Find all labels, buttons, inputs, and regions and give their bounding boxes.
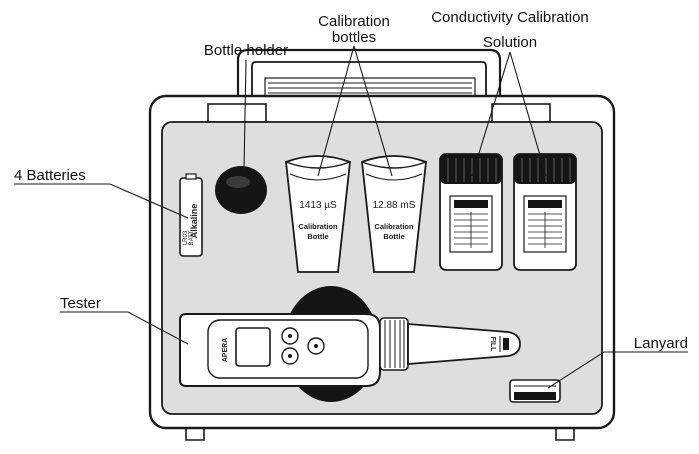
label-bottle-holder: Bottle holder bbox=[204, 42, 288, 59]
tester-cap-label: FILL bbox=[489, 337, 496, 352]
batteries: Alkaline LR03 BATT bbox=[179, 173, 203, 257]
conductivity-solution-bottle-2 bbox=[513, 153, 577, 271]
bottle-2-value: 12.88 mS bbox=[373, 200, 416, 211]
bottle-1-value: 1413 µS bbox=[299, 200, 337, 211]
label-conductivity-line1: Conductivity Calibration bbox=[431, 9, 589, 26]
conductivity-solution-bottle-1 bbox=[439, 153, 503, 271]
label-calibration-bottles-line2: bottles bbox=[332, 29, 376, 46]
label-lanyard: Lanyard bbox=[634, 335, 688, 352]
label-tester: Tester bbox=[60, 295, 101, 312]
lanyard bbox=[509, 379, 561, 403]
bottle-holder bbox=[215, 166, 267, 214]
leader-lines bbox=[14, 45, 688, 389]
bottle-1-caption-line1: Calibration bbox=[298, 222, 338, 231]
battery-brand-text: Alkaline bbox=[189, 204, 199, 239]
label-batteries: 4 Batteries bbox=[14, 167, 86, 184]
label-calibration-bottles-line1: Calibration bbox=[318, 13, 390, 30]
battery-batt-text: BATT bbox=[189, 230, 195, 245]
bottle-2-caption-line1: Calibration bbox=[374, 222, 414, 231]
case-handle bbox=[236, 48, 502, 97]
bottle-2-caption-line2: Bottle bbox=[383, 232, 404, 241]
calibration-bottle-1413: 1413 µS Calibration Bottle bbox=[285, 155, 351, 273]
tester: APERA FILL bbox=[179, 313, 521, 387]
bottle-1-caption-line2: Bottle bbox=[307, 232, 328, 241]
label-conductivity-line2: Solution bbox=[483, 34, 537, 51]
battery-code-text: LR03 bbox=[183, 230, 189, 245]
calibration-bottle-1288: 12.88 mS Calibration Bottle bbox=[361, 155, 427, 273]
tester-brand-text: APERA bbox=[222, 338, 229, 363]
